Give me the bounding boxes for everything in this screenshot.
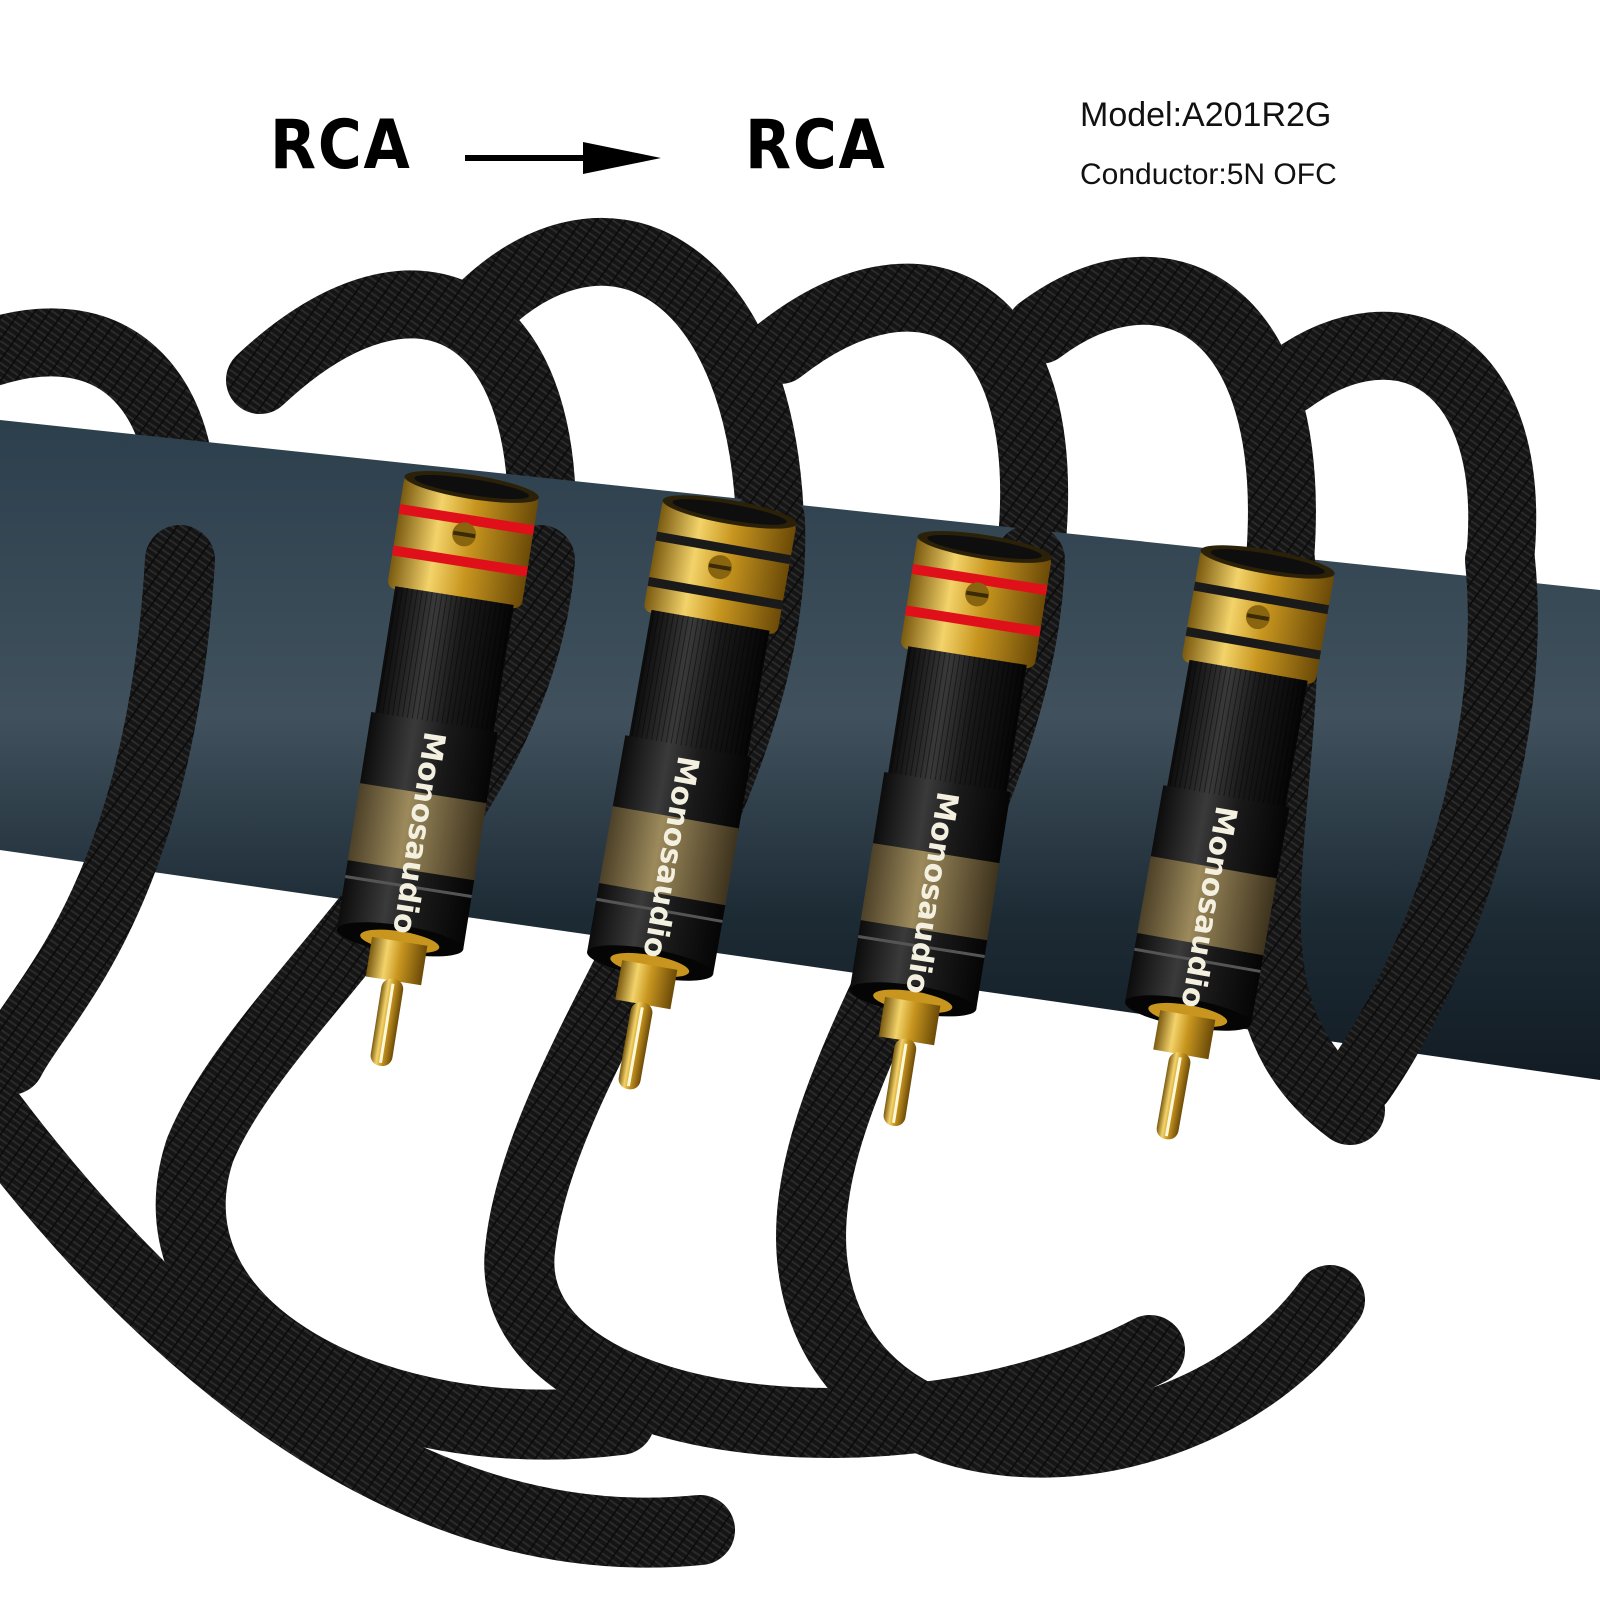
model-spec: Model:A201R2G — [1080, 96, 1332, 134]
conductor-spec: Conductor:5N OFC — [1080, 158, 1337, 191]
from-connector-label: RCA — [270, 106, 412, 185]
to-connector-label: RCA — [745, 106, 887, 185]
arrow-right-icon — [465, 142, 661, 174]
rca-plug-black-1: Monosaudio — [560, 488, 799, 1101]
rca-plug-red-1: Monosaudio — [312, 464, 541, 1077]
rca-plug-red-2: Monosaudio — [825, 524, 1054, 1137]
cable-back-loops — [0, 218, 1537, 594]
rca-plug-black-2: Monosaudio — [1098, 538, 1337, 1151]
